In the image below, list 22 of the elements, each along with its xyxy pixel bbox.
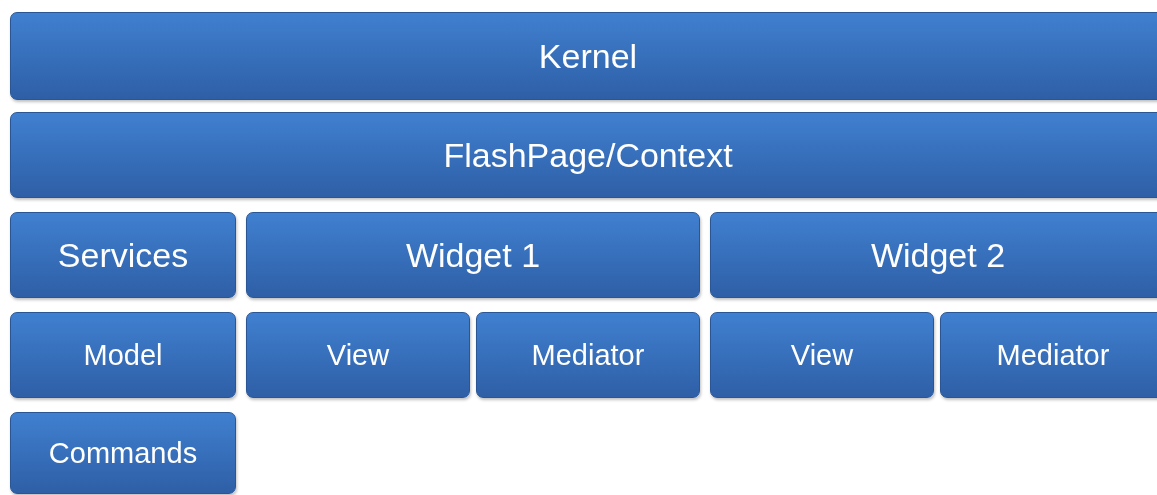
layer-box <box>940 312 1157 398</box>
layer-label: View <box>790 338 854 372</box>
layer-label: Commands <box>48 436 198 470</box>
layer-box <box>10 412 236 494</box>
layer-label: Mediator <box>531 338 645 372</box>
layer-box <box>246 312 470 398</box>
layer-label: Kernel <box>538 36 638 76</box>
layer-label: Widget 2 <box>870 235 1006 275</box>
layer-box <box>10 12 1157 100</box>
layer-label: Model <box>83 338 163 372</box>
layer-box <box>10 212 236 298</box>
layer-box <box>476 312 700 398</box>
layer-label: Widget 1 <box>405 235 541 275</box>
layer-box <box>10 112 1157 198</box>
layer-label: Services <box>57 235 189 275</box>
layer-label: FlashPage/Context <box>443 135 733 175</box>
layer-label: View <box>326 338 390 372</box>
layer-box <box>710 312 934 398</box>
layer-box <box>246 212 700 298</box>
layer-label: Mediator <box>996 338 1110 372</box>
layer-box <box>10 312 236 398</box>
layer-box <box>710 212 1157 298</box>
